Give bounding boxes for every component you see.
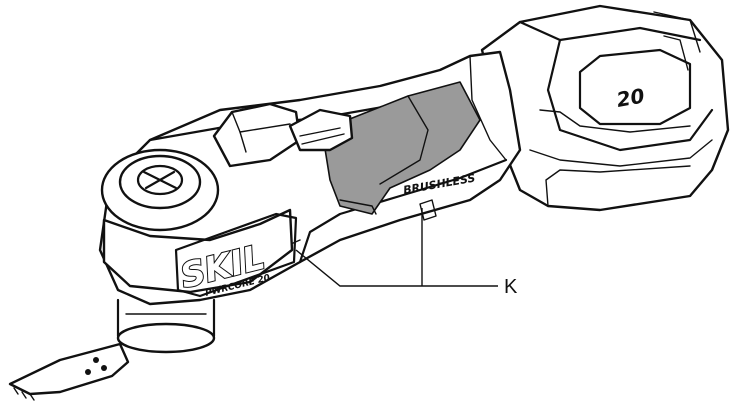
tool-head: [100, 148, 294, 354]
battery-pack: [480, 4, 730, 212]
logo-plate: [174, 212, 298, 298]
battery-capacity-label: 20: [615, 83, 647, 111]
grip-panel: [321, 81, 481, 215]
lever-switch: [212, 102, 354, 168]
callout-k: [295, 208, 498, 287]
callout-label: K: [504, 276, 518, 298]
saw-blade: [8, 342, 130, 401]
